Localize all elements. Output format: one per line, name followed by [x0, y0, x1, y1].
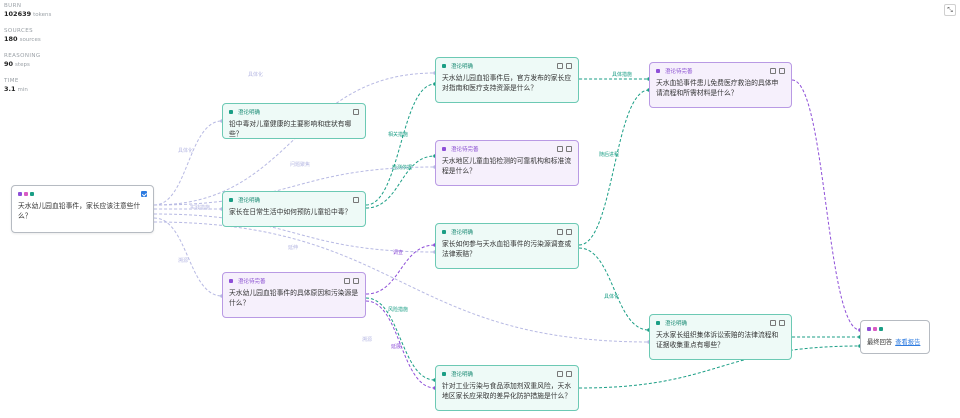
- expand-icon[interactable]: [566, 63, 572, 69]
- expand-icon[interactable]: [566, 371, 572, 377]
- edge-e_root_n1: [153, 120, 223, 206]
- copy-icon[interactable]: [344, 278, 350, 284]
- stat-label: TIME: [4, 78, 19, 84]
- edge-e_n6_n9: [578, 247, 650, 331]
- stat-label: REASONING: [4, 53, 41, 59]
- node-text: 天水血铅事件患儿免费医疗救治的具体申请流程和所需材料是什么？: [656, 79, 779, 97]
- edge-label-e_root_n1: 具体化: [178, 147, 193, 154]
- node-text: 家长在日常生活中如何预防儿童铅中毒？: [229, 208, 352, 216]
- copy-icon[interactable]: [557, 371, 563, 377]
- pink-square-icon: [873, 327, 877, 331]
- edge-label-e_root_n6: 延伸: [288, 244, 298, 251]
- teal-square-icon: [442, 372, 446, 376]
- edge-e_n3_n7: [365, 297, 436, 381]
- purple-square-icon: [18, 192, 22, 196]
- pink-square-icon: [24, 192, 28, 196]
- checkbox-checked-icon[interactable]: [141, 191, 147, 197]
- stat-label: SOURCES: [4, 28, 34, 34]
- edge-e_root_n4: [153, 72, 436, 206]
- edge-label-e_n6_n8: 随后进程: [599, 151, 619, 158]
- copy-icon[interactable]: [557, 63, 563, 69]
- copy-icon[interactable]: [770, 320, 776, 326]
- edge-label-e_n4_n8: 具体措施: [612, 71, 632, 78]
- edge-e_root_n9: [153, 221, 650, 343]
- edge-label-e_root_n9: 溯源: [362, 336, 372, 343]
- expand-icon[interactable]: [353, 278, 359, 284]
- purple-square-icon: [656, 69, 660, 73]
- edge-e_n2_n4: [365, 83, 436, 206]
- teal-square-icon: [229, 198, 233, 202]
- node-text: 针对工业污染与食品添加剂双重风险，天水地区家长应采取的差异化防护措施是什么？: [442, 382, 572, 400]
- edge-e_root_n6: [153, 213, 436, 253]
- node-investigation-claims[interactable]: 澄论明确 家长如何参与天水血铅事件的污染源调查或法律索赔？: [435, 223, 579, 269]
- stat-label: BURN: [4, 3, 22, 9]
- expand-icon[interactable]: [779, 320, 785, 326]
- copy-icon[interactable]: [557, 229, 563, 235]
- node-cause-source[interactable]: 澄论待完善 天水幼儿园血铅事件的具体原因和污染源是什么？: [222, 272, 366, 318]
- collapse-icon[interactable]: ⤡: [944, 4, 956, 16]
- edge-e_n3_n7b: [365, 300, 436, 389]
- teal-square-icon: [879, 327, 883, 331]
- copy-icon[interactable]: [557, 146, 563, 152]
- teal-square-icon: [229, 110, 233, 114]
- edge-label-e_n3_n7: 风险措施: [388, 306, 408, 313]
- edge-label-e_root_n3: 溯源: [178, 257, 188, 264]
- copy-icon[interactable]: [770, 68, 776, 74]
- node-text: 铅中毒对儿童健康的主要影响和症状有哪些？: [229, 120, 352, 138]
- node-dual-risk-measures[interactable]: 澄论明确 针对工业污染与食品添加剂双重风险，天水地区家长应采取的差异化防护措施是…: [435, 365, 579, 411]
- edge-label-e_n2_n4: 相关措施: [388, 131, 408, 138]
- edge-f_n8: [791, 79, 861, 331]
- teal-square-icon: [30, 192, 34, 196]
- purple-square-icon: [867, 327, 871, 331]
- edge-label-e_n3_n7b: 延展: [391, 343, 401, 350]
- edge-e_n6_n8: [578, 89, 650, 246]
- final-answer-node[interactable]: 最终回答查看报告: [860, 320, 930, 354]
- node-text: 天水幼儿园血铅事件的具体原因和污染源是什么？: [229, 289, 359, 307]
- purple-square-icon: [229, 279, 233, 283]
- edge-label-e_root_n2: 实践措施: [190, 204, 210, 211]
- root-question-node[interactable]: 天水幼儿园血铅事件，家长应该注意些什么？: [11, 185, 154, 233]
- node-official-guide[interactable]: 澄论明确 天水幼儿园血铅事件后，官方发布的家长应对指南和医疗支持资源是什么？: [435, 57, 579, 103]
- edge-label-e_n2_n5: 检测依据: [392, 164, 412, 171]
- node-class-action[interactable]: 澄论明确 天水家长组织集体诉讼索赔的法律流程和证据收集重点有哪些？: [649, 314, 792, 360]
- teal-square-icon: [442, 230, 446, 234]
- edge-f_n7: [578, 345, 861, 389]
- teal-square-icon: [656, 321, 660, 325]
- node-testing-institutions[interactable]: 澄论待完善 天水地区儿童血铅检测的可靠机构和标准流程是什么？: [435, 140, 579, 186]
- final-answer-label: 最终回答: [867, 339, 893, 346]
- copy-icon[interactable]: [353, 197, 359, 203]
- edge-e_root_n5: [153, 166, 436, 206]
- node-text: 天水地区儿童血铅检测的可靠机构和标准流程是什么？: [442, 157, 572, 175]
- expand-icon[interactable]: [566, 146, 572, 152]
- node-text: 天水幼儿园血铅事件，家长应该注意些什么？: [18, 202, 141, 220]
- edge-label-e_n3_n6: 调查: [393, 249, 403, 256]
- node-prevention[interactable]: 澄论明确 家长在日常生活中如何预防儿童铅中毒？: [222, 191, 366, 227]
- node-text: 天水家长组织集体诉讼索赔的法律流程和证据收集重点有哪些？: [656, 331, 779, 349]
- edge-e_n2_n5: [365, 155, 436, 209]
- node-free-treatment[interactable]: 澄论待完善 天水血铅事件患儿免费医疗救治的具体申请流程和所需材料是什么？: [649, 62, 792, 108]
- node-text: 家长如何参与天水血铅事件的污染源调查或法律索赔？: [442, 240, 572, 258]
- view-report-link[interactable]: 查看报告: [895, 339, 921, 346]
- node-text: 天水幼儿园血铅事件后，官方发布的家长应对指南和医疗支持资源是什么？: [442, 74, 572, 92]
- expand-icon[interactable]: [566, 229, 572, 235]
- edge-label-e_n6_n9: 具体化: [604, 293, 619, 300]
- expand-icon[interactable]: [779, 68, 785, 74]
- edge-e_root_n3: [153, 217, 223, 297]
- edge-label-e_root_n4: 具体化: [248, 71, 263, 78]
- copy-icon[interactable]: [353, 109, 359, 115]
- node-health-effects[interactable]: 澄论明确 铅中毒对儿童健康的主要影响和症状有哪些？: [222, 103, 366, 139]
- teal-square-icon: [442, 64, 446, 68]
- edge-label-e_root_n5: 问题聚焦: [290, 161, 310, 168]
- purple-square-icon: [442, 147, 446, 151]
